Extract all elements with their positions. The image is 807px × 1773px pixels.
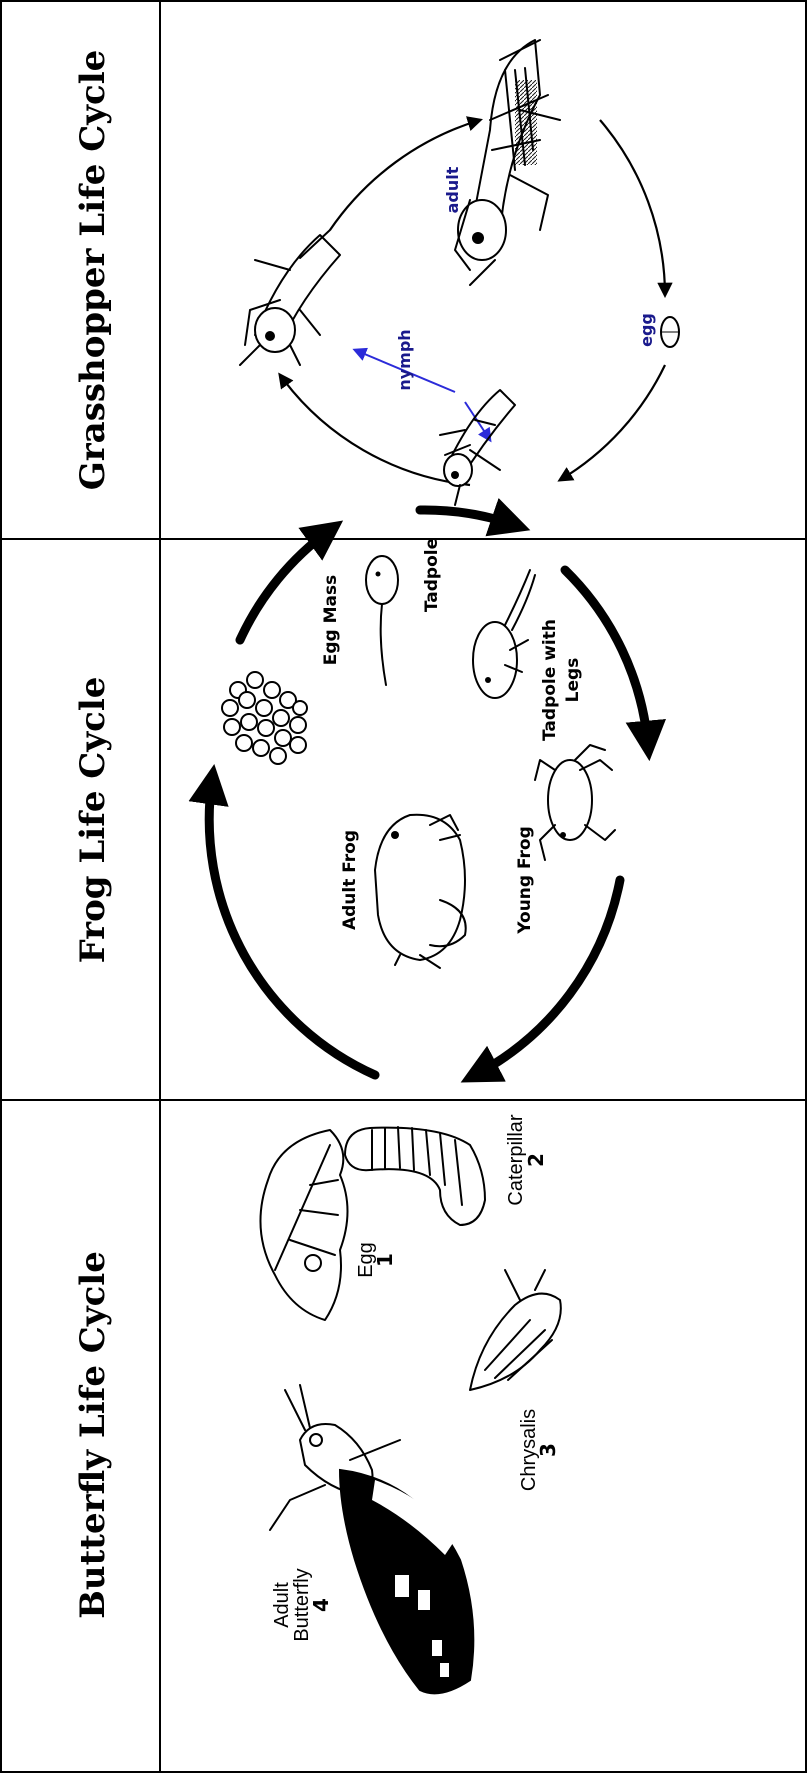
- frog-young-frog-illustration: Young Frog: [515, 745, 615, 935]
- frog-egg-mass-illustration: Egg Mass: [222, 575, 341, 764]
- grasshopper-cycle: adult egg nymph: [240, 40, 679, 505]
- grasshopper-egg-label: egg: [637, 313, 656, 347]
- butterfly-adult-label-1: Adult: [271, 1582, 293, 1628]
- butterfly-cycle: Egg 1 Caterpillar 2 Chrysalis 3: [260, 1114, 560, 1693]
- butterfly-adult-illustration: Adult Butterfly 4: [270, 1385, 473, 1693]
- butterfly-chrysalis-illustration: Chrysalis 3: [470, 1270, 561, 1491]
- grasshopper-nymph-label: nymph: [395, 329, 414, 390]
- butterfly-egg-number: 1: [373, 1253, 397, 1267]
- butterfly-chrysalis-number: 3: [536, 1443, 560, 1457]
- butterfly-adult-number: 4: [309, 1598, 333, 1612]
- grasshopper-adult-label: adult: [443, 166, 462, 213]
- frog-adult-frog-label: Adult Frog: [340, 830, 360, 930]
- grasshopper-egg-illustration: egg: [637, 313, 679, 347]
- grasshopper-nymph-illustration: nymph: [395, 329, 515, 505]
- grasshopper-adult-illustration: adult: [443, 40, 560, 285]
- frog-cycle: Egg Mass Tadpole Tadpole with Legs Young…: [209, 510, 648, 1075]
- butterfly-title: Butterfly Life Cycle: [73, 1251, 113, 1619]
- frog-title: Frog Life Cycle: [73, 677, 113, 964]
- frog-egg-mass-label: Egg Mass: [321, 575, 341, 666]
- grasshopper-title: Grasshopper Life Cycle: [73, 50, 113, 491]
- butterfly-caterpillar-number: 2: [524, 1153, 548, 1167]
- frog-adult-frog-illustration: Adult Frog: [340, 815, 466, 968]
- frog-tadpole-with-legs-label-2: Legs: [563, 658, 583, 703]
- frog-tadpole-with-legs-illustration: Tadpole with Legs: [473, 570, 583, 741]
- butterfly-caterpillar-illustration: Caterpillar 2: [345, 1114, 548, 1225]
- frog-tadpole-with-legs-label-1: Tadpole with: [540, 619, 560, 741]
- grasshopper-late-nymph-illustration: [240, 230, 340, 365]
- frog-tadpole-label: Tadpole: [422, 538, 442, 612]
- butterfly-egg-leaf-illustration: Egg 1: [260, 1130, 397, 1320]
- frog-young-frog-label: Young Frog: [515, 826, 535, 934]
- frog-tadpole-illustration: Tadpole: [366, 538, 442, 685]
